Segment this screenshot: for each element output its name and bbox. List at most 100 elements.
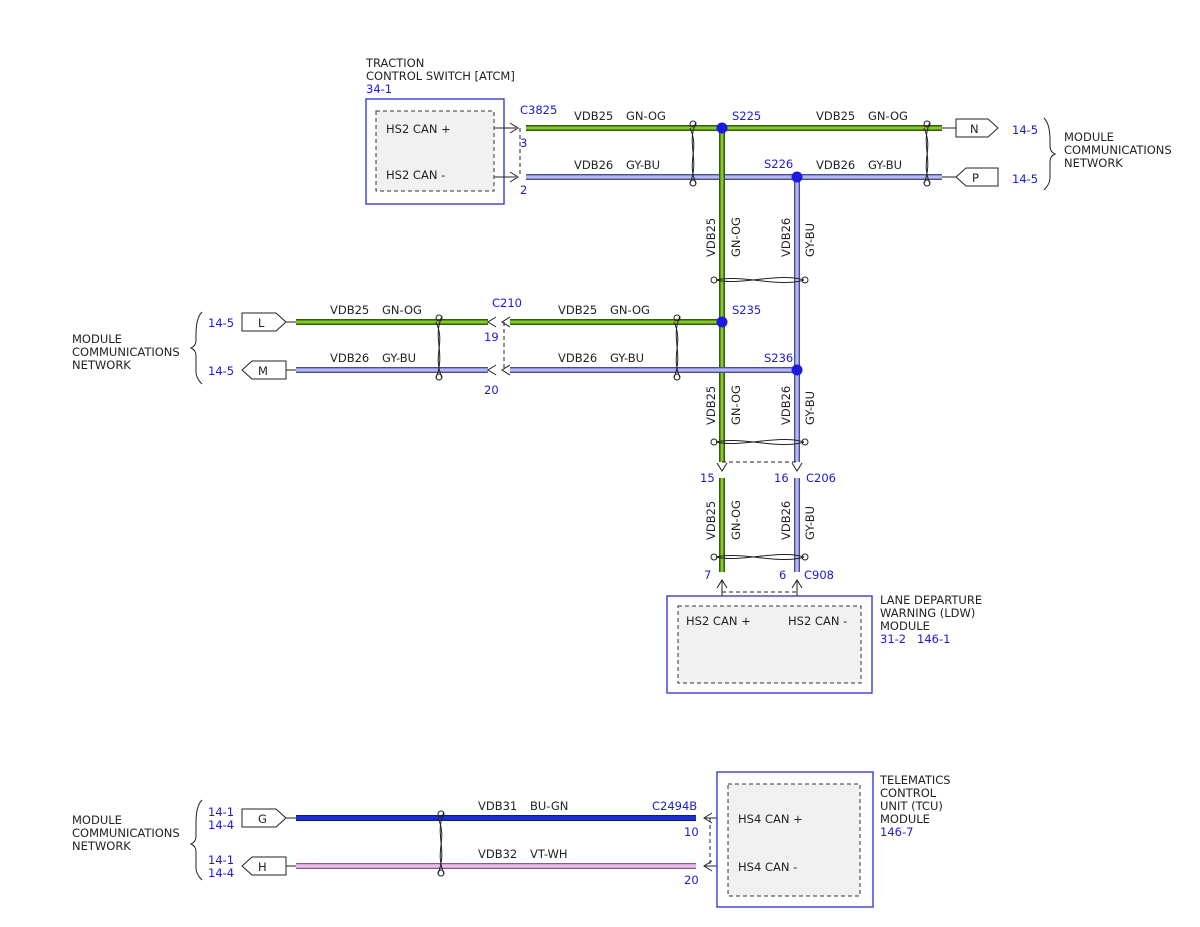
twist-mark-vertical-2 [710, 438, 809, 446]
network-label-bottom-3: NETWORK [72, 839, 131, 853]
vlabel-gy-bu-a: GY-BU [803, 223, 817, 257]
splice-s225[interactable] [716, 122, 728, 134]
wire-color-gy-bu-mid-b: GY-BU [610, 351, 644, 365]
c206-arrow-minus [791, 462, 803, 472]
twist-mark-middle-left [435, 314, 443, 381]
vlabel-gn-og-b: GN-OG [729, 385, 743, 425]
splice-s226[interactable] [791, 171, 803, 183]
wire-label-vdb31: VDB31 [478, 799, 517, 813]
wire-color-gn-og-mid-b: GN-OG [610, 303, 650, 317]
wire-color-gn-og-mid-a: GN-OG [382, 303, 422, 317]
ldw-title-line3: MODULE [880, 619, 930, 633]
wire-label-vdb26-mid-b: VDB26 [558, 351, 597, 365]
c206-pin-minus: 16 [774, 471, 789, 485]
brace-left [189, 311, 203, 385]
vlabel-gn-og-c: GN-OG [729, 500, 743, 540]
ldw-pin-minus: HS2 CAN - [788, 614, 847, 628]
vlabel-vdb25-a: VDB25 [704, 218, 718, 257]
c210-arrow-plus [487, 316, 497, 328]
twist-mark-vertical-3 [710, 553, 809, 561]
c3825-pin-plus: 3 [520, 136, 527, 150]
splice-s236[interactable] [791, 364, 803, 376]
svg-text:N: N [970, 122, 979, 136]
tcu-title-line1: TELEMATICS [879, 773, 951, 787]
ref-link-p[interactable]: 14-5 [1012, 172, 1038, 186]
ref-link-m[interactable]: 14-5 [208, 364, 234, 378]
vlabel-gy-bu-b: GY-BU [803, 391, 817, 425]
flag-n[interactable]: N [955, 118, 999, 138]
vlabel-vdb26-c: VDB26 [779, 501, 793, 540]
splice-label-s235: S235 [732, 303, 761, 317]
svg-text:L: L [258, 316, 265, 330]
network-label-left-3: NETWORK [72, 358, 131, 372]
flag-p[interactable]: P [955, 167, 999, 187]
ldw-pin-plus: HS2 CAN + [686, 614, 751, 628]
network-label-bottom-1: MODULE [72, 813, 122, 827]
flag-h[interactable]: H [241, 856, 287, 876]
svg-text:M: M [258, 364, 268, 378]
wire-label-vdb25-mid-b: VDB25 [558, 303, 597, 317]
atcm-pin-plus: HS2 CAN + [386, 122, 451, 136]
c206-pin-plus: 15 [700, 471, 715, 485]
network-label-bottom-2: COMMUNICATIONS [72, 826, 180, 840]
ref-link-h-1[interactable]: 14-1 [208, 853, 234, 867]
atcm-module[interactable]: HS2 CAN + HS2 CAN - [365, 98, 505, 205]
tcu-title-line4: MODULE [880, 812, 930, 826]
vlabel-vdb26-b: VDB26 [779, 386, 793, 425]
wire-label-vdb26-top-b: VDB26 [816, 158, 855, 172]
ref-link-n[interactable]: 14-5 [1012, 123, 1038, 137]
twist-mark-top-left [689, 120, 697, 187]
ldw-module[interactable]: HS2 CAN + HS2 CAN - [666, 595, 873, 694]
c210-arrow-minus [487, 364, 497, 376]
wire-label-vdb25-mid-a: VDB25 [330, 303, 369, 317]
vlabel-gy-bu-c: GY-BU [803, 506, 817, 540]
c908-label: C908 [804, 568, 834, 582]
atcm-ref-link[interactable]: 34-1 [366, 82, 392, 96]
twist-mark-top-right [923, 120, 931, 187]
svg-text:H: H [258, 860, 267, 874]
c210-pin-minus: 20 [484, 383, 499, 397]
c206-arrow-plus [716, 462, 728, 472]
vlabel-vdb26-a: VDB26 [779, 218, 793, 257]
atcm-title-line2: CONTROL SWITCH [ATCM] [366, 69, 515, 83]
ref-link-h-2[interactable]: 14-4 [208, 866, 234, 880]
splice-label-s225: S225 [732, 109, 761, 123]
wire-color-gn-og-top-b: GN-OG [868, 109, 908, 123]
ldw-title-line1: LANE DEPARTURE [880, 593, 982, 607]
splice-label-s236: S236 [764, 351, 793, 365]
splice-s235[interactable] [716, 316, 728, 328]
wire-color-gy-bu-top-b: GY-BU [868, 158, 902, 172]
flag-m[interactable]: M [241, 360, 287, 380]
network-label-right-3: NETWORK [1064, 156, 1123, 170]
svg-text:G: G [258, 812, 267, 826]
wire-label-vdb25-top-b: VDB25 [816, 109, 855, 123]
tcu-module[interactable]: HS4 CAN + HS4 CAN - [716, 771, 874, 908]
svg-text:P: P [972, 171, 979, 185]
ref-link-l[interactable]: 14-5 [208, 316, 234, 330]
c3825-arrow-minus [509, 171, 519, 183]
ref-link-g-2[interactable]: 14-4 [208, 818, 234, 832]
tcu-ref-link[interactable]: 146-7 [880, 825, 913, 839]
ldw-ref-link-2[interactable]: 146-1 [917, 632, 950, 646]
brace-bottom [189, 799, 203, 881]
network-label-right-2: COMMUNICATIONS [1064, 143, 1172, 157]
wire-label-vdb26-top-a: VDB26 [574, 158, 613, 172]
tcu-title-line3: UNIT (TCU) [880, 799, 943, 813]
brace-right [1043, 117, 1057, 191]
tcu-title-line2: CONTROL [880, 786, 937, 800]
wire-color-vt-wh: VT-WH [530, 847, 568, 861]
vlabel-vdb25-b: VDB25 [704, 386, 718, 425]
c908-pin-plus: 7 [704, 568, 711, 582]
flag-l[interactable]: L [241, 312, 287, 332]
ldw-ref-link-1[interactable]: 31-2 [880, 632, 906, 646]
wire-color-gy-bu-mid-a: GY-BU [382, 351, 416, 365]
flag-g[interactable]: G [241, 808, 287, 828]
network-label-left-2: COMMUNICATIONS [72, 345, 180, 359]
wire-label-vdb32: VDB32 [478, 847, 517, 861]
ref-link-g-1[interactable]: 14-1 [208, 805, 234, 819]
twist-mark-middle-right [673, 314, 681, 381]
atcm-title-line1: TRACTION [365, 56, 424, 70]
ldw-title-line2: WARNING (LDW) [880, 606, 975, 620]
network-label-left-1: MODULE [72, 332, 122, 346]
